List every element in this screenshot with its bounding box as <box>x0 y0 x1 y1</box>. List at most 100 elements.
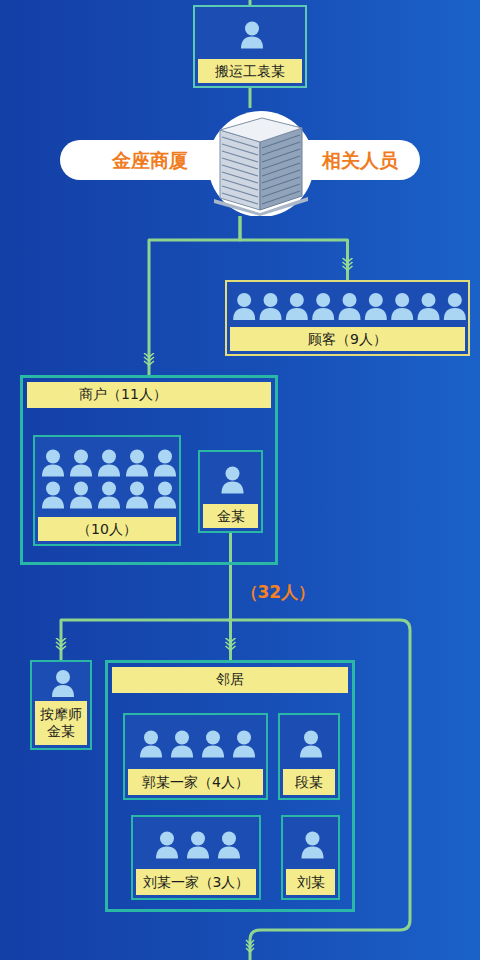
person-icon <box>391 293 413 320</box>
name-bar: 金某 <box>203 504 258 528</box>
window-row <box>222 151 258 162</box>
icon-body <box>286 308 308 320</box>
group-box: （10人） <box>33 435 181 546</box>
icon-group <box>195 11 305 58</box>
person-icon <box>126 482 148 509</box>
group-box: 刘某一家（3人） <box>131 815 261 900</box>
icon-head <box>264 293 278 307</box>
person-icon <box>140 731 162 758</box>
person-icon <box>202 731 224 758</box>
person-icon <box>218 832 240 859</box>
name-bar: 段某 <box>283 769 335 795</box>
icon-body <box>126 465 148 477</box>
building-band: 金座商厦相关人员 <box>60 108 420 216</box>
group-container: 商户（11人） （10人） 金某 <box>20 375 278 565</box>
icon-head <box>102 482 116 496</box>
person-box: 搬运工袁某 <box>193 5 307 88</box>
icon-body <box>187 847 209 859</box>
icon-body <box>222 482 244 494</box>
icon-head <box>369 293 383 307</box>
icon-head <box>245 22 259 36</box>
edge-label: （32人） <box>241 581 316 603</box>
icon-group <box>200 456 261 503</box>
person-icon <box>365 293 387 320</box>
group-heading: 商户（11人） <box>79 386 167 404</box>
window-row <box>262 156 300 169</box>
icon-head <box>237 293 251 307</box>
group-box: 顾客（9人） <box>225 280 470 356</box>
person-icon <box>233 731 255 758</box>
node-label: 按摩师金某 <box>40 706 82 740</box>
name-bar: （10人） <box>38 517 176 541</box>
person-icon <box>260 293 282 320</box>
name-bar: 刘某一家（3人） <box>136 869 256 895</box>
node-label: 顾客（9人） <box>308 331 387 348</box>
icon-body <box>171 746 193 758</box>
person-icon <box>418 293 440 320</box>
person-icon <box>42 450 64 477</box>
window-row <box>222 165 258 176</box>
icon-head <box>158 482 172 496</box>
person-icon <box>300 731 322 758</box>
building-base <box>214 197 308 216</box>
icon-body <box>70 465 92 477</box>
icon-body <box>365 308 387 320</box>
window-row <box>262 142 300 155</box>
window-row <box>222 137 258 148</box>
icon-body <box>233 308 255 320</box>
icon-group <box>125 719 266 768</box>
icon-head <box>343 293 357 307</box>
icon-body <box>391 308 413 320</box>
person-box: 刘某 <box>281 815 340 900</box>
icon-body <box>260 308 282 320</box>
window-row <box>262 149 300 162</box>
icon-head <box>237 731 251 745</box>
name-bar: 按摩师金某 <box>35 701 87 745</box>
connector <box>61 533 231 660</box>
icon-group <box>227 286 468 326</box>
icon-body <box>42 497 64 509</box>
icon-body <box>154 497 176 509</box>
icon-body <box>339 308 361 320</box>
icon-group <box>32 666 90 700</box>
icon-group <box>133 821 259 868</box>
icon-head <box>290 293 304 307</box>
icon-body <box>154 465 176 477</box>
icon-body <box>98 497 120 509</box>
icon-body <box>98 465 120 477</box>
icon-body <box>300 746 322 758</box>
icon-body <box>70 497 92 509</box>
icon-head <box>160 832 174 846</box>
person-icon <box>233 293 255 320</box>
icon-head <box>226 467 240 481</box>
icon-head <box>46 482 60 496</box>
icon-head <box>206 731 220 745</box>
icon-body <box>444 308 466 320</box>
window-row <box>262 184 300 197</box>
icon-group <box>280 719 338 768</box>
icon-head <box>144 731 158 745</box>
icon-head <box>175 731 189 745</box>
building-face <box>220 130 260 210</box>
node-label: （10人） <box>77 521 137 538</box>
icon-head <box>56 670 70 684</box>
group-container: 邻居郭某一家（4人）段某刘某一家（3人）刘某 <box>105 660 355 912</box>
person-icon <box>156 832 178 859</box>
icon-head <box>130 450 144 464</box>
person-box: 按摩师金某 <box>30 660 92 750</box>
icon-body <box>218 847 240 859</box>
icon-group <box>283 821 338 868</box>
chevron-mark <box>246 940 254 952</box>
icon-head <box>304 731 318 745</box>
window-row <box>222 193 258 204</box>
person-icon <box>98 450 120 477</box>
band-title: 金座商厦 <box>100 140 200 180</box>
window-row <box>222 144 258 155</box>
person-box: 段某 <box>278 713 340 800</box>
node-label: 搬运工袁某 <box>215 63 285 80</box>
person-icon <box>154 482 176 509</box>
icon-head <box>306 832 320 846</box>
icon-head <box>222 832 236 846</box>
connector <box>240 216 348 280</box>
node-label: 刘某一家（3人） <box>143 874 250 891</box>
